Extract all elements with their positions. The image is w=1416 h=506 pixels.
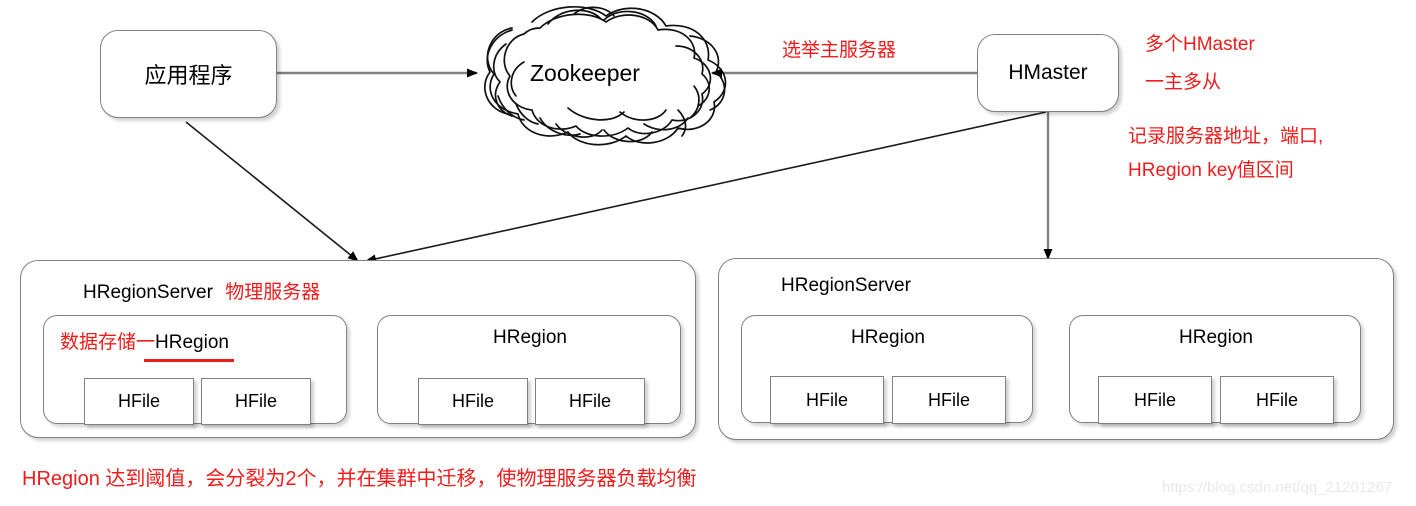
hfile-box[interactable]: HFile	[84, 378, 194, 425]
region-left-1-prefix: 数据存储一	[60, 332, 156, 353]
region-right-1-title: HRegion	[742, 327, 1034, 349]
hfile-label: HFile	[234, 391, 277, 411]
regionserver-left-name-suffix: 物理服务器	[225, 282, 321, 303]
regionserver-right[interactable]: HRegionServer HRegion HFile HFile HRegio…	[718, 258, 1394, 440]
node-zookeeper-label: Zookeeper	[530, 60, 640, 86]
regionserver-left-title: HRegionServer 物理服务器	[83, 277, 320, 304]
hfile-label: HFile	[117, 391, 160, 411]
region-right-2-label: HRegion	[1179, 327, 1253, 348]
hfile-box[interactable]: HFile	[1098, 376, 1212, 424]
region-left-1-label: HRegion	[155, 332, 229, 353]
region-left-1-underline	[144, 359, 234, 362]
annotation-bottom-note: HRegion 达到阈值，会分裂为2个，并在集群中迁移，使物理服务器负载均衡	[22, 468, 697, 490]
hfile-box[interactable]: HFile	[1220, 376, 1334, 424]
hfile-label: HFile	[451, 391, 494, 411]
node-application-label: 应用程序	[144, 63, 233, 88]
region-left-1[interactable]: 数据存储一HRegion HFile HFile	[43, 315, 347, 425]
node-hmaster[interactable]: HMaster	[977, 34, 1119, 112]
hfile-box[interactable]: HFile	[892, 376, 1006, 424]
region-left-2-title: HRegion	[378, 327, 682, 349]
annotation-hmaster-multi-line-1: 多个HMaster	[1145, 34, 1255, 55]
annotation-hmaster-records-line-1: 记录服务器地址，端口,	[1128, 126, 1324, 147]
regionserver-right-title: HRegionServer	[781, 275, 918, 297]
regionserver-right-name: HRegionServer	[781, 275, 911, 296]
regionserver-left-name: HRegionServer	[83, 282, 213, 303]
annotation-hmaster-multi-line-2: 一主多从	[1145, 72, 1222, 93]
connector-label-elect-master: 选举主服务器	[782, 40, 897, 61]
hfile-label: HFile	[568, 391, 611, 411]
region-right-1-label: HRegion	[851, 327, 925, 348]
connector-hmaster-to-regionserver-left	[365, 111, 1047, 264]
hfile-label: HFile	[1133, 389, 1176, 410]
hfile-label: HFile	[805, 389, 848, 410]
watermark: https://blog.csdn.net/qq_21201267	[1162, 479, 1393, 496]
regionserver-left[interactable]: HRegionServer 物理服务器 数据存储一HRegion HFile H…	[20, 260, 696, 438]
hfile-box[interactable]: HFile	[418, 378, 528, 425]
region-right-1[interactable]: HRegion HFile HFile	[741, 315, 1034, 424]
hfile-label: HFile	[1255, 389, 1298, 410]
region-right-2[interactable]: HRegion HFile HFile	[1069, 315, 1362, 424]
node-application[interactable]: 应用程序	[100, 30, 277, 118]
region-left-2[interactable]: HRegion HFile HFile	[377, 315, 682, 425]
hfile-box[interactable]: HFile	[535, 378, 645, 425]
hfile-box[interactable]: HFile	[770, 376, 884, 424]
annotation-hmaster-records-line-2: HRegion key值区间	[1128, 160, 1294, 181]
hfile-box[interactable]: HFile	[201, 378, 311, 425]
hfile-label: HFile	[927, 389, 970, 410]
node-hmaster-label: HMaster	[1008, 61, 1088, 84]
region-left-1-title: 数据存储一HRegion	[60, 327, 229, 354]
region-right-2-title: HRegion	[1070, 327, 1362, 349]
connector-app-to-regionserver-left	[185, 121, 359, 262]
region-left-2-label: HRegion	[493, 327, 567, 348]
